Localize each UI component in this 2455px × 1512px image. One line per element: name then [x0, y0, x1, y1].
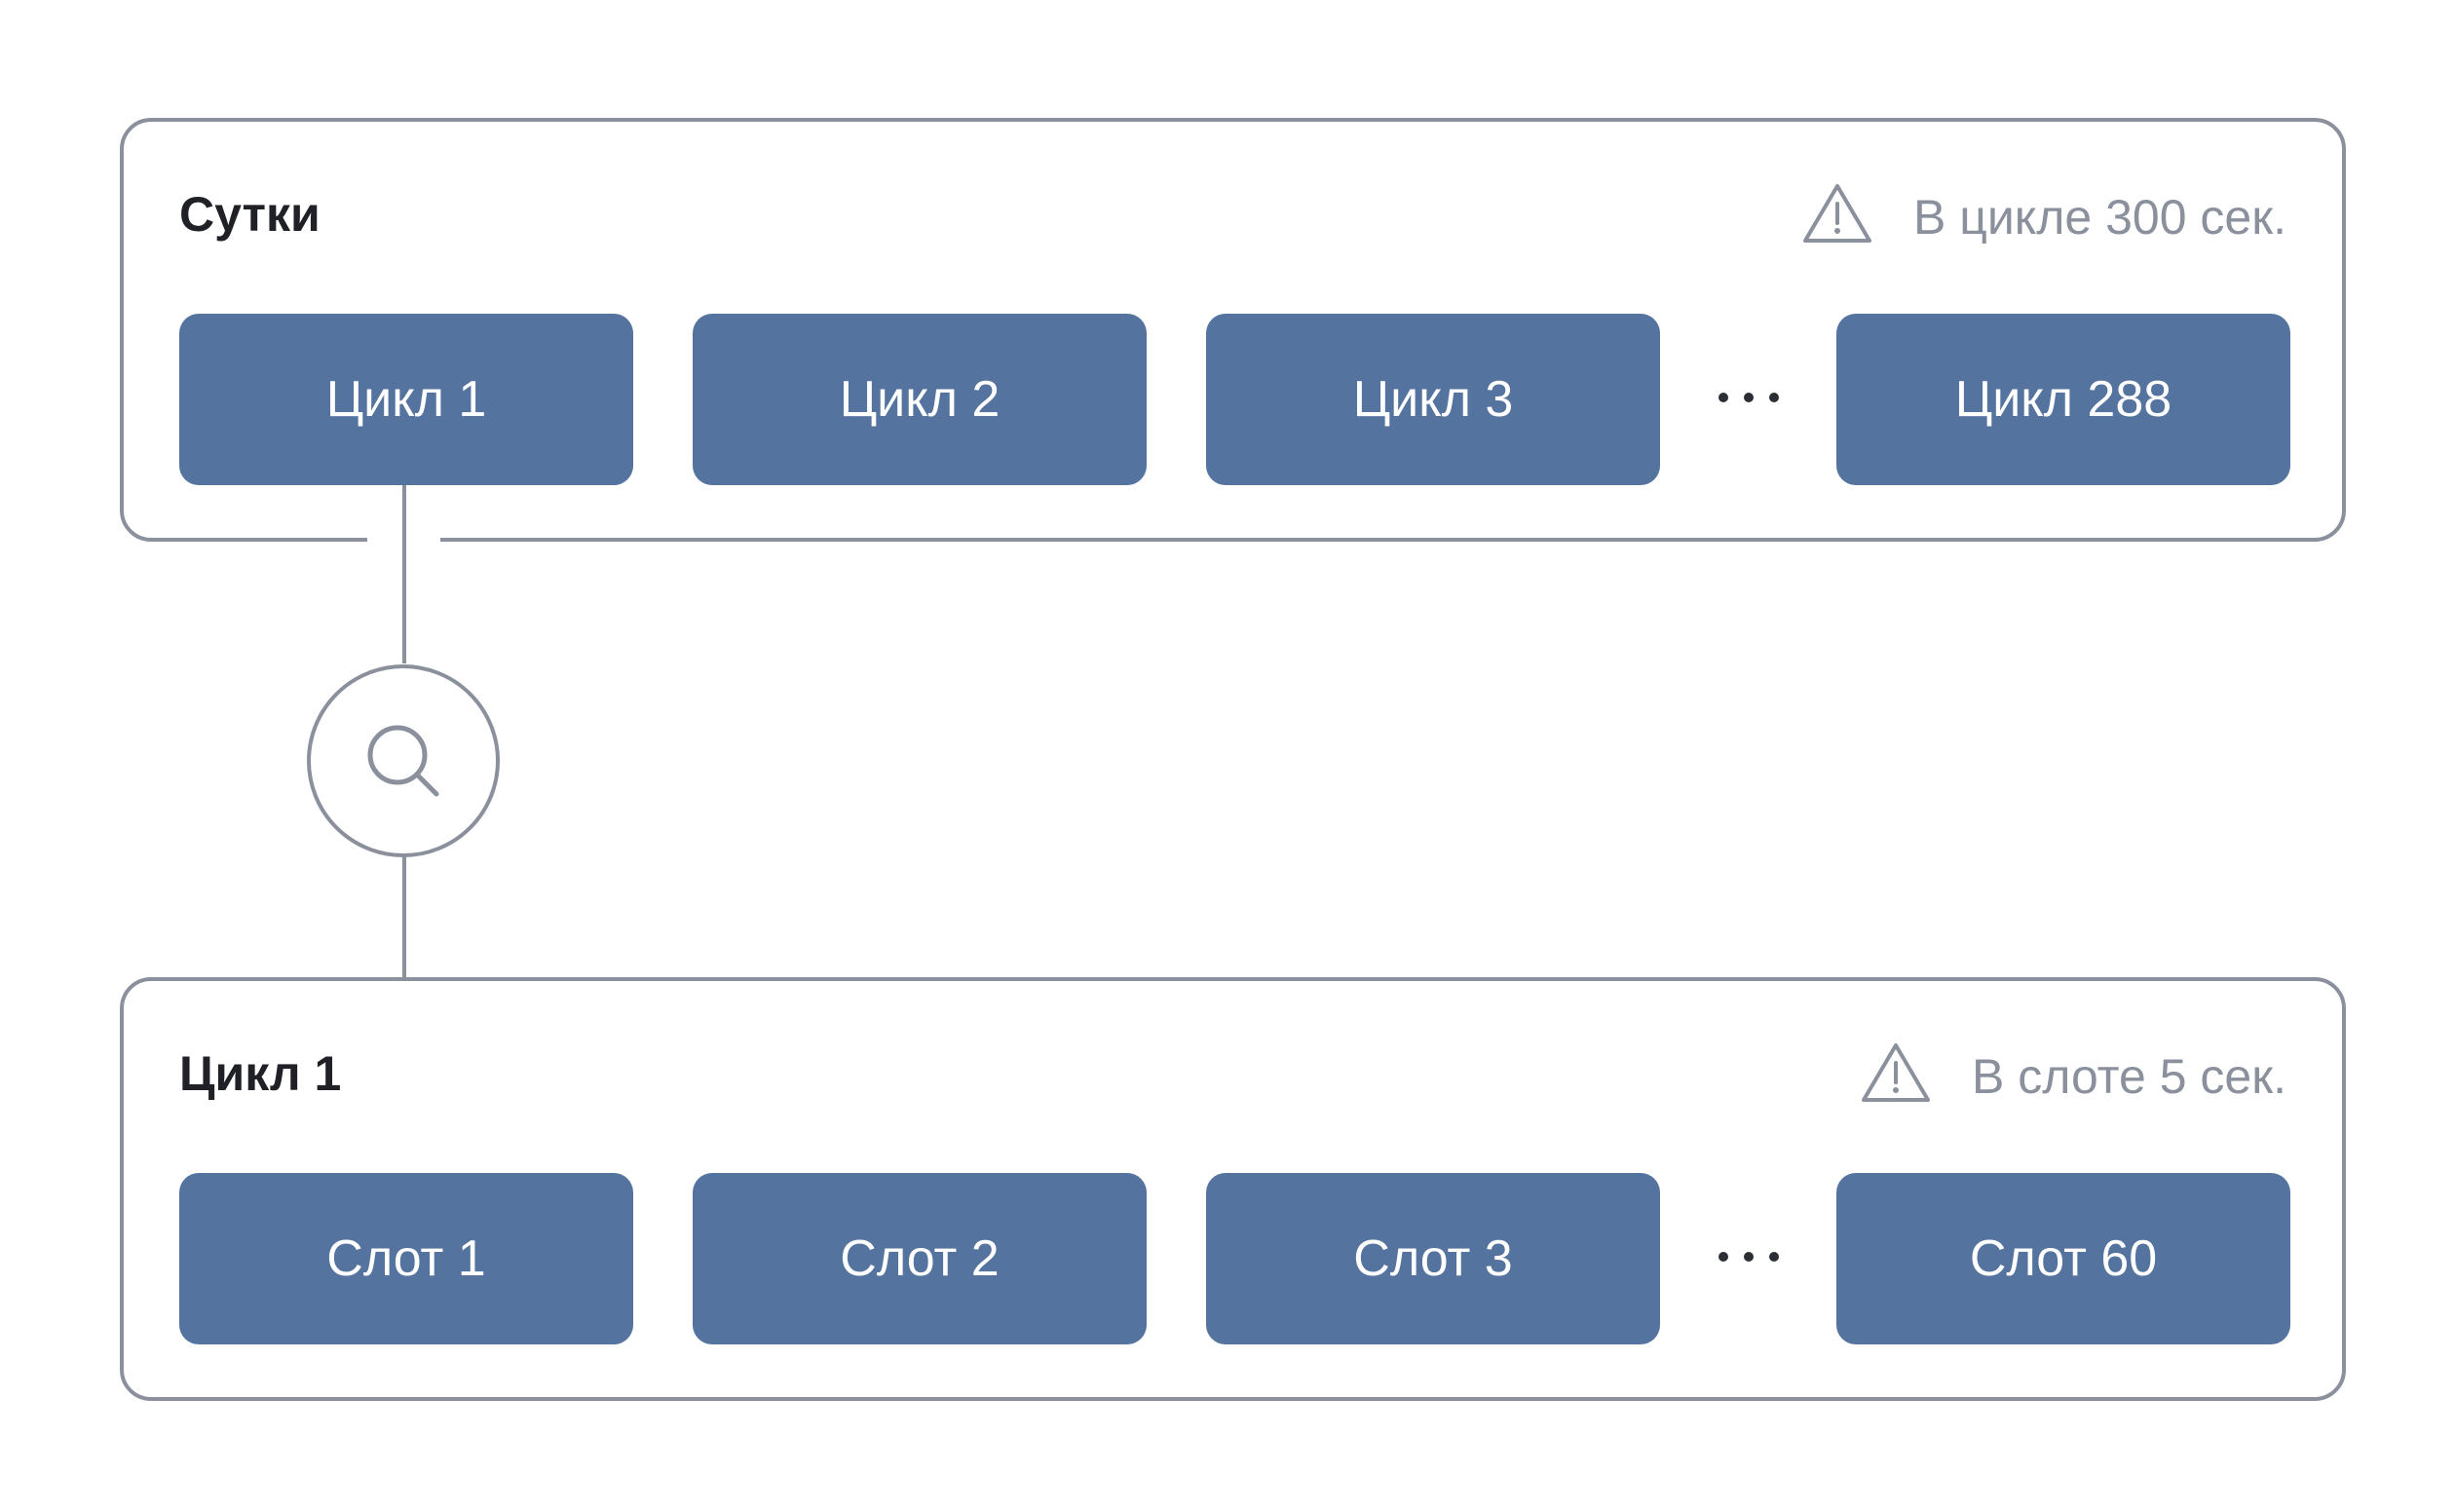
day-panel-title: Сутки	[179, 187, 321, 242]
cycle-block: Цикл 3	[1206, 314, 1660, 485]
day-panel-note: В цикле 300 сек.	[1802, 184, 2286, 245]
slot-block: Слот 2	[693, 1173, 1147, 1344]
connector-line	[402, 485, 406, 663]
cycle-block: Цикл 288	[1836, 314, 2290, 485]
connector-line	[402, 855, 406, 979]
slot-block: Слот 3	[1206, 1173, 1660, 1344]
warning-triangle-icon	[1802, 182, 1872, 245]
cycle-block: Цикл 2	[693, 314, 1147, 485]
cycle-panel-note-text: В слоте 5 сек.	[1972, 1049, 2286, 1104]
zoom-connector	[307, 664, 500, 857]
day-panel-note-text: В цикле 300 сек.	[1912, 190, 2286, 245]
day-panel: Сутки В цикле 300 сек. Цикл 1 Цикл 2 Цик…	[120, 118, 2346, 542]
search-icon	[362, 720, 444, 802]
ellipsis-icon	[1718, 390, 1779, 405]
slot-block: Слот 1	[179, 1173, 633, 1344]
ellipsis-icon	[1718, 1249, 1779, 1265]
cycle-panel-title: Цикл 1	[179, 1046, 342, 1101]
cycle-panel-note: В слоте 5 сек.	[1861, 1043, 2286, 1104]
warning-triangle-icon	[1861, 1041, 1931, 1104]
cycle-panel: Цикл 1 В слоте 5 сек. Слот 1 Слот 2 Слот…	[120, 977, 2346, 1401]
slot-blocks: Слот 1 Слот 2 Слот 3 Слот 60	[179, 1173, 2290, 1344]
cycle-blocks: Цикл 1 Цикл 2 Цикл 3 Цикл 288	[179, 314, 2290, 485]
slot-block: Слот 60	[1836, 1173, 2290, 1344]
cycle-block: Цикл 1	[179, 314, 633, 485]
